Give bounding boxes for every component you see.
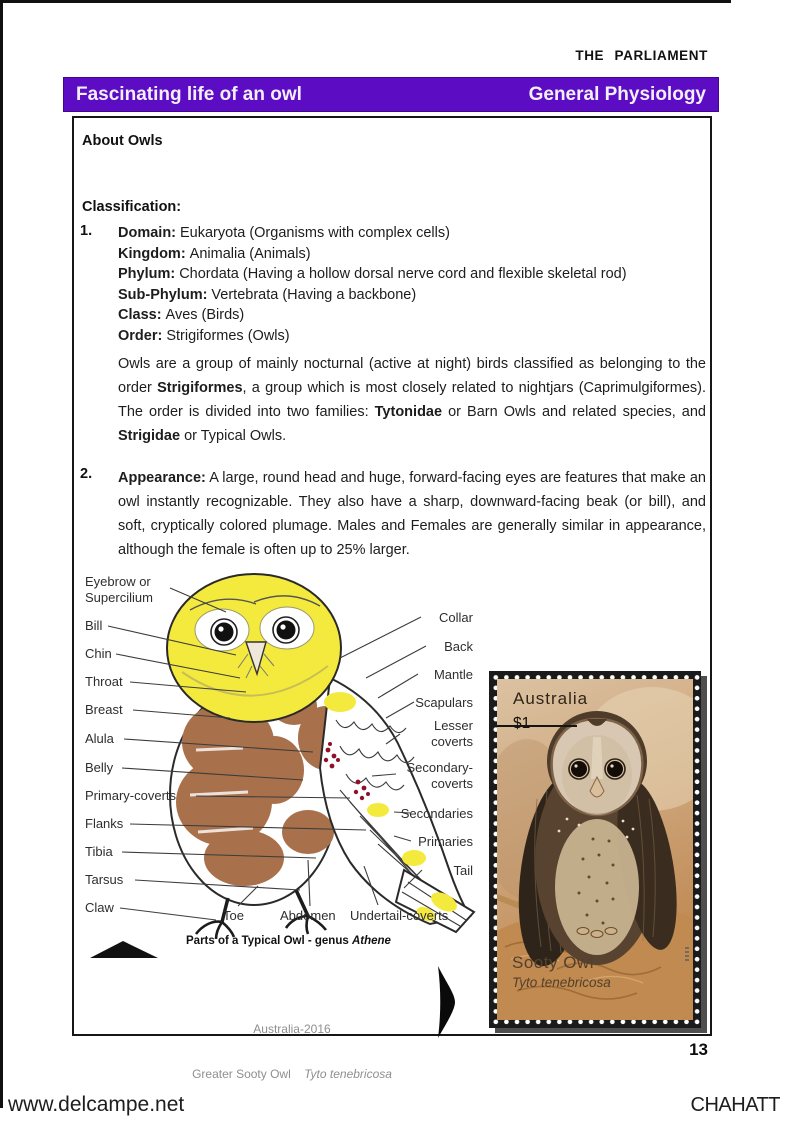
diagram-label-bill: Bill xyxy=(85,618,103,633)
section-classification-title: Classification: xyxy=(82,199,182,215)
diagram-label-throat: Throat xyxy=(85,674,123,689)
owl-anatomy-diagram: Eyebrow or Supercilium Bill Chin Throat … xyxy=(78,570,478,972)
section-about-title: About Owls xyxy=(82,133,163,149)
classification-row: Class:Aves (Birds) xyxy=(118,307,245,324)
stamp-credit-line2: Greater Sooty Owl Tyto tenebricosa xyxy=(192,1067,392,1081)
scan-border-left xyxy=(0,0,3,1108)
diagram-label-primaries: Primaries xyxy=(418,834,473,849)
diagram-label-secondary-coverts: Secondary-coverts xyxy=(406,760,473,791)
diagram-label-primary-coverts: Primary-coverts xyxy=(85,788,177,803)
wedge-icon xyxy=(90,941,158,958)
diagram-label-belly: Belly xyxy=(85,760,114,775)
masthead: THE PARLIAMENT xyxy=(575,48,708,63)
watermark-delcampe: www.delcampe.net xyxy=(8,1093,185,1116)
diagram-label-tail: Tail xyxy=(453,863,473,878)
diagram-label-back: Back xyxy=(444,639,473,654)
stamp-country-label: Australia xyxy=(513,689,589,708)
page-banner: Fascinating life of an owl General Physi… xyxy=(63,77,719,112)
diagram-label-alula: Alula xyxy=(85,731,114,746)
diagram-label-scapulars: Scapulars xyxy=(415,695,473,710)
diagram-label-chin: Chin xyxy=(85,646,112,661)
stamp-credit-line1: Australia-2016 xyxy=(253,1022,331,1036)
diagram-label-flanks: Flanks xyxy=(85,816,124,831)
diagram-label-tibia: Tibia xyxy=(85,844,113,859)
sooty-owl-stamp: Australia $1 Sooty Owl Tyto tenebricosa xyxy=(489,671,701,1028)
diagram-label-secondaries: Secondaries xyxy=(400,806,473,821)
appearance-paragraph: Appearance: A large, round head and huge… xyxy=(118,470,706,558)
classification-row: Order:Strigiformes (Owls) xyxy=(118,327,290,344)
classification-row: Phylum:Chordata (Having a hollow dorsal … xyxy=(118,266,627,283)
printer-mark xyxy=(685,947,689,963)
classification-row: Sub-Phylum:Vertebrata (Having a backbone… xyxy=(118,286,417,303)
stamp-owl-name: Sooty Owl xyxy=(512,953,594,972)
stamp-owl-art xyxy=(497,679,693,1020)
diagram-label-collar: Collar xyxy=(439,610,473,625)
owl-diagram-art xyxy=(90,573,476,958)
diagram-label-lesser-coverts: Lesser coverts xyxy=(431,718,473,749)
list-number-2: 2. xyxy=(80,466,93,482)
watermark-chahatt: CHAHATT xyxy=(690,1094,781,1116)
page-number: 13 xyxy=(689,1040,708,1059)
diagram-label-mantle: Mantle xyxy=(433,667,473,682)
arrow-blade-icon xyxy=(438,966,455,1038)
stamp-inner: Australia $1 Sooty Owl Tyto tenebricosa xyxy=(497,679,693,1020)
diagram-label-undertail-coverts: Undertail-coverts xyxy=(350,908,449,923)
diagram-label-tarsus: Tarsus xyxy=(85,872,124,887)
classification-row: Kingdom:Animalia (Animals) xyxy=(118,245,311,262)
diagram-caption: Parts of a Typical Owl - genus Athene xyxy=(186,935,391,947)
cancellation-line xyxy=(497,725,577,727)
scan-border-top xyxy=(0,0,731,3)
diagram-label-abdomen: Abdomen xyxy=(280,908,336,923)
stamp-denomination: $1 xyxy=(513,715,531,732)
banner-title-right: General Physiology xyxy=(528,83,706,105)
intro-paragraph: Owls are a group of mainly nocturnal (ac… xyxy=(118,356,706,444)
classification-list: Domain:Eukaryota (Organisms with complex… xyxy=(118,223,698,347)
stamp-credit: Australia-2016 Greater Sooty Owl Tyto te… xyxy=(167,992,417,1097)
diagram-label-eyebrow: Eyebrow or Supercilium xyxy=(85,574,153,605)
diagram-label-claw: Claw xyxy=(85,900,114,915)
classification-row: Domain:Eukaryota (Organisms with complex… xyxy=(118,225,450,241)
diagram-label-breast: Breast xyxy=(85,702,123,717)
banner-title-left: Fascinating life of an owl xyxy=(76,83,302,105)
list-number-1: 1. xyxy=(80,223,93,239)
stamp-owl-species: Tyto tenebricosa xyxy=(512,975,611,990)
diagram-label-toe: Toe xyxy=(223,908,244,923)
